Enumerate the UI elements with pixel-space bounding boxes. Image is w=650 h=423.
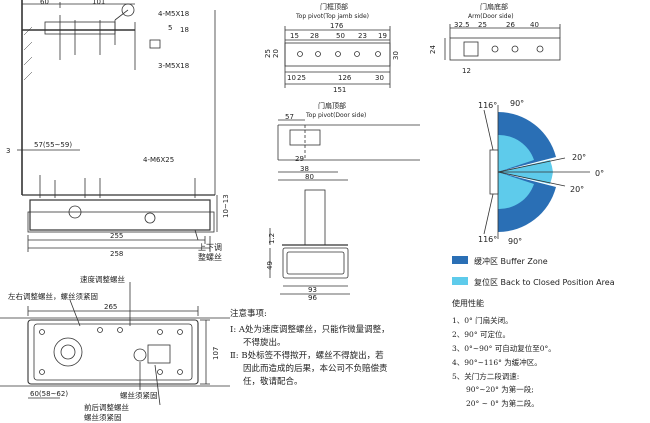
top-jamb-dim-7: 25 bbox=[264, 49, 272, 58]
usage-line-4: 4、90°~116° 为缓冲区。 bbox=[452, 357, 542, 367]
tighten-label-upper: 螺丝须紧固 bbox=[120, 390, 158, 400]
top-door-title-cn: 门扇顶部 bbox=[318, 101, 346, 110]
usage-title: 使用性能 bbox=[452, 298, 484, 308]
top-jamb-part bbox=[284, 26, 391, 88]
section-dim-1: 49 bbox=[266, 261, 274, 270]
top-door-dim-2: 38 bbox=[300, 165, 309, 173]
angle-label-90-top: 90° bbox=[510, 99, 524, 108]
top-jamb-dim-9: 10 bbox=[287, 74, 296, 82]
tighten-label: 螺丝须紧固 bbox=[84, 412, 122, 422]
arm-dim-5: 12 bbox=[462, 67, 471, 75]
angle-label-20-bottom: 20° bbox=[570, 185, 584, 194]
notes-title: 注意事项: bbox=[230, 308, 267, 319]
notes-line-4: 因此而造成的后果，本公司不负赔偿责 bbox=[243, 363, 388, 374]
arm-dim-0: 32.5 bbox=[454, 21, 470, 29]
top-jamb-dim-11: 126 bbox=[338, 74, 352, 82]
screw-m5x18-label: 4-M5X18 bbox=[158, 10, 189, 18]
top-jamb-dim-13: 151 bbox=[333, 86, 346, 94]
legend-swatch-buffer bbox=[452, 256, 468, 264]
section-dim-3: 96 bbox=[308, 294, 317, 302]
updown-screw-line2: 整螺丝 bbox=[198, 252, 222, 262]
top-door-dim-0: 57 bbox=[285, 113, 294, 121]
screw-3m5x18-label: 3-M5X18 bbox=[158, 62, 189, 70]
notes-line-3: Ⅱ: B处标签不得揿开，螺丝不得旋出，若 bbox=[230, 350, 384, 361]
arm-dim-2: 26 bbox=[506, 21, 515, 29]
top-jamb-dim-8: 20 bbox=[272, 49, 280, 58]
dim-10-13: 10~13 bbox=[222, 194, 230, 218]
fb-screw-label: 前后调整螺丝 bbox=[84, 402, 129, 412]
top-jamb-dim-12: 30 bbox=[375, 74, 384, 82]
legend-label-closed: 复位区 Back to Closed Position Area bbox=[474, 277, 615, 287]
dim-255: 255 bbox=[110, 232, 123, 240]
arm-title-en: Arm(Door side) bbox=[468, 13, 514, 20]
top-jamb-title-cn: 门框顶部 bbox=[320, 2, 348, 11]
top-jamb-dim-6: 30 bbox=[392, 51, 400, 60]
notes-line-5: 任，敬请配合。 bbox=[243, 376, 303, 387]
top-jamb-title-en: Top pivot(Top jamb side) bbox=[295, 13, 369, 20]
legend-swatch-closed bbox=[452, 277, 468, 285]
angle-label-0: 0° bbox=[595, 169, 604, 178]
dim-3: 3 bbox=[6, 147, 10, 155]
top-door-dim-3: 80 bbox=[305, 173, 314, 181]
usage-line-1: 1、0° 门扇关闭。 bbox=[452, 315, 513, 325]
dim-60-58-62: 60(58~62) bbox=[30, 390, 68, 398]
side-elevation bbox=[17, 0, 218, 252]
top-jamb-dim-10: 25 bbox=[297, 74, 306, 82]
arm-dim-3: 40 bbox=[530, 21, 539, 29]
top-door-title-en: Top pivot(Door side) bbox=[305, 112, 366, 119]
speed-screw-label: 速度调整螺丝 bbox=[80, 274, 125, 284]
lr-screw-label: 左右调整螺丝，螺丝须紧固 bbox=[8, 291, 98, 301]
usage-line-5: 5、关门方二段调速: bbox=[452, 371, 519, 381]
angle-diagram bbox=[483, 105, 590, 239]
top-jamb-dim-2: 28 bbox=[310, 32, 319, 40]
arm-part bbox=[444, 24, 561, 61]
top-jamb-dim-1: 15 bbox=[290, 32, 299, 40]
dim-60: 60 bbox=[40, 0, 49, 6]
screw-m6x25-label: 4-M6X25 bbox=[143, 156, 174, 164]
angle-label-90-bottom: 90° bbox=[508, 237, 522, 246]
notes-line-1: Ⅰ: A处为速度调整螺丝，只能作微量调整， bbox=[230, 324, 390, 335]
dim-258: 258 bbox=[110, 250, 123, 258]
angle-label-116-top: 116° bbox=[478, 101, 497, 110]
dim-5: 5 bbox=[168, 24, 172, 32]
section-view bbox=[269, 189, 350, 295]
usage-line-3: 3、0°~90° 可自动复位至0°。 bbox=[452, 343, 556, 353]
usage-line-6: 90°~20° 为第一段; bbox=[466, 384, 534, 394]
updown-screw-line1: 上下调 bbox=[198, 243, 222, 252]
usage-line-2: 2、90° 可定位。 bbox=[452, 329, 510, 339]
dim-57: 57(55~59) bbox=[34, 141, 72, 149]
plan-view bbox=[0, 282, 230, 406]
top-jamb-dim-5: 19 bbox=[378, 32, 387, 40]
top-door-dim-1: 29 bbox=[295, 155, 304, 163]
legend-label-buffer: 缓冲区 Buffer Zone bbox=[474, 256, 548, 266]
dim-107: 107 bbox=[212, 347, 220, 360]
arm-title-cn: 门扇底部 bbox=[480, 2, 508, 11]
dim-265: 265 bbox=[104, 303, 117, 311]
dim-101: 101 bbox=[92, 0, 105, 6]
arm-dim-4: 24 bbox=[429, 45, 437, 54]
section-dim-2: 93 bbox=[308, 286, 317, 294]
angle-label-20-top: 20° bbox=[572, 153, 586, 162]
top-jamb-dim-4: 23 bbox=[358, 32, 367, 40]
angle-label-116-bottom: 116° bbox=[478, 235, 497, 244]
section-dim-0: 1.2 bbox=[268, 233, 276, 244]
top-jamb-dim-3: 50 bbox=[336, 32, 345, 40]
notes-line-2: 不得旋出。 bbox=[243, 337, 286, 348]
usage-line-7: 20° ~ 0° 为第二段。 bbox=[466, 398, 539, 408]
top-jamb-dim-0: 176 bbox=[330, 22, 344, 30]
top-door-part bbox=[277, 119, 420, 181]
dim-18: 18 bbox=[180, 26, 189, 34]
arm-dim-1: 25 bbox=[478, 21, 487, 29]
